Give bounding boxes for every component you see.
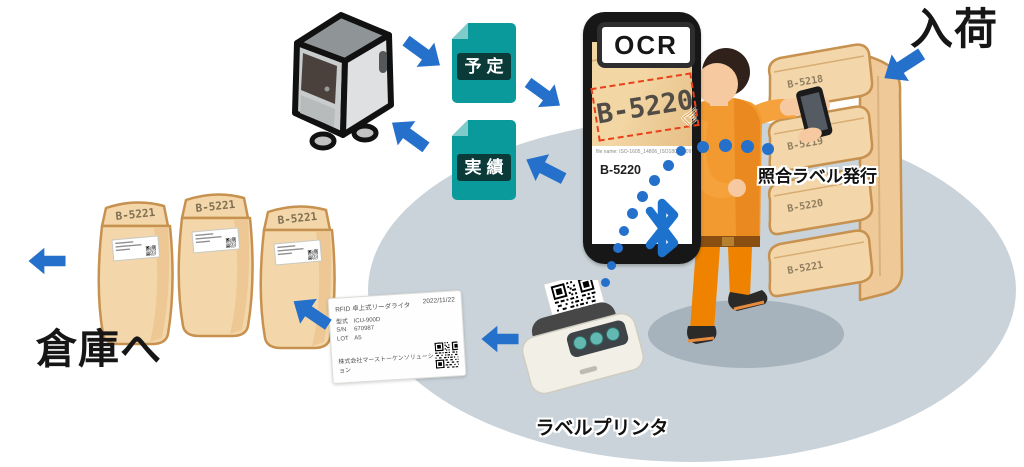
signal-dot [649, 175, 660, 186]
bag-code-text: B-5221 [195, 198, 236, 215]
printer-slot [579, 366, 598, 375]
qr-code-icon [433, 340, 459, 369]
handheld-phone [796, 86, 833, 140]
warehouse-bag: B-5221 [97, 201, 174, 346]
printed-label: RFID 卓上式リーダライタ 2022/11/22 型式 ICU-900D S/… [327, 289, 467, 385]
ocr-result-code: B-5220 [600, 163, 641, 177]
bag-stack-side [858, 52, 904, 302]
signal-dot [601, 278, 610, 287]
detected-code-text: B-5220 [594, 84, 696, 130]
label-lot-key: LOT [336, 335, 349, 343]
signal-dot [613, 243, 623, 253]
inbound-bag: B-5220 [767, 167, 874, 236]
qr-code-icon [307, 249, 319, 261]
label-serial-value: 670987 [353, 325, 375, 333]
file-name-line: file name: ISO-1605_14806_ISO18060B0970A… [596, 149, 692, 155]
warehouse-title: 倉庫へ [36, 326, 162, 372]
arrow-plan-to-phone-icon [515, 67, 573, 121]
verify-label-caption: 照合ラベル発行 [758, 167, 877, 186]
signal-dot [627, 208, 638, 219]
worker-bent-arm [692, 118, 742, 199]
signal-dot [607, 261, 616, 270]
label-model-value: ICU-900D [353, 316, 381, 325]
arrow-actual-to-server-icon [379, 107, 439, 164]
label-printer-caption: ラベルプリンタ [535, 418, 669, 439]
inbound-bag-stack: B-5218 B-5219 B-5220 B-5221 [767, 43, 904, 302]
arrow-label-to-bag-icon [281, 285, 341, 341]
actual-document-icon: 実績 [452, 120, 516, 200]
signal-dot [637, 191, 648, 202]
bag-label [273, 239, 323, 266]
worker-leg [690, 247, 720, 330]
worker-face [696, 63, 738, 105]
worker-floor-shadow [648, 300, 844, 368]
bag-label [111, 235, 161, 262]
warehouse-bags: B-5221 B-5221 [97, 193, 336, 350]
arrow-server-to-plan-icon [393, 25, 453, 82]
signal-dot [762, 143, 774, 155]
signal-dot [676, 146, 686, 156]
inbound-bag: B-5218 [767, 43, 874, 112]
printer-button [573, 335, 588, 350]
label-serial-key: S/N [336, 327, 347, 334]
printer-button [589, 331, 604, 346]
label-date: 2022/11/22 [422, 296, 456, 306]
host-server [292, 12, 394, 151]
worker-hand [798, 127, 822, 143]
arrow-phone-to-actual-icon [515, 143, 575, 196]
page-fold-icon [452, 120, 468, 136]
actual-document-label: 実績 [457, 154, 511, 181]
inbound-title: 入荷 [910, 6, 998, 54]
signal-dot [663, 160, 674, 171]
bag-code-text: B-5221 [277, 210, 318, 227]
label-company: 株式会社マーストーケンソリューション [338, 353, 434, 375]
worker-hand [728, 179, 746, 197]
plan-document-label: 予定 [457, 53, 511, 80]
warehouse-bag: B-5221 [177, 193, 254, 338]
qr-code-icon [225, 237, 237, 249]
bag-code-text: B-5221 [115, 206, 156, 223]
page-fold-icon [452, 23, 468, 39]
arrow-to-warehouse-icon [24, 246, 70, 276]
label-printer [521, 280, 645, 395]
inbound-bag: B-5221 [767, 229, 874, 298]
signal-dot [697, 141, 709, 153]
worker-shoe [728, 290, 768, 311]
signal-dot [719, 139, 732, 152]
signal-dot [619, 226, 629, 236]
qr-code-icon [145, 245, 157, 257]
inbound-bag: B-5219 [767, 105, 874, 174]
worker-leg [728, 247, 752, 298]
arrow-printer-to-label-icon [477, 324, 523, 354]
arrow-inbound-icon [871, 36, 936, 96]
bag-label [191, 227, 241, 254]
bluetooth-icon [645, 198, 679, 258]
signal-dot [741, 140, 754, 153]
printer-button [605, 327, 620, 342]
label-lot-value: A5 [354, 334, 362, 342]
ocr-badge: OCR [597, 22, 695, 68]
plan-document-icon: 予定 [452, 23, 516, 103]
worker [687, 48, 833, 344]
